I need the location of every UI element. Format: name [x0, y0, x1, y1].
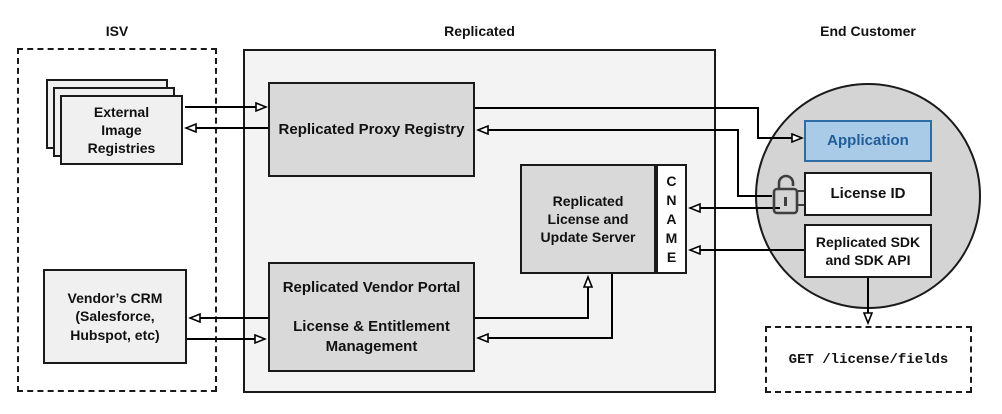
external-image-registries-node: External Image Registries [60, 95, 183, 165]
vendor-portal-node: Replicated Vendor Portal License & Entit… [268, 262, 475, 372]
section-label-end-customer: End Customer [820, 23, 916, 39]
section-label-isv: ISV [105, 23, 129, 39]
proxy-registry-node: Replicated Proxy Registry [268, 82, 475, 177]
vendors-crm-node: Vendor’s CRM (Salesforce, Hubspot, etc) [43, 269, 187, 364]
cname-node: C N A M E [656, 164, 687, 274]
isv-section-boundary [17, 48, 217, 392]
section-label-replicated: Replicated [444, 23, 515, 39]
license-update-server-node: Replicated License and Update Server [520, 164, 656, 274]
replicated-sdk-node: Replicated SDK and SDK API [804, 224, 932, 278]
get-license-fields-node: GET /license/fields [765, 326, 972, 393]
license-id-node: License ID [804, 172, 932, 216]
get-license-fields-label: GET /license/fields [788, 351, 949, 368]
application-node: Application [804, 120, 932, 162]
